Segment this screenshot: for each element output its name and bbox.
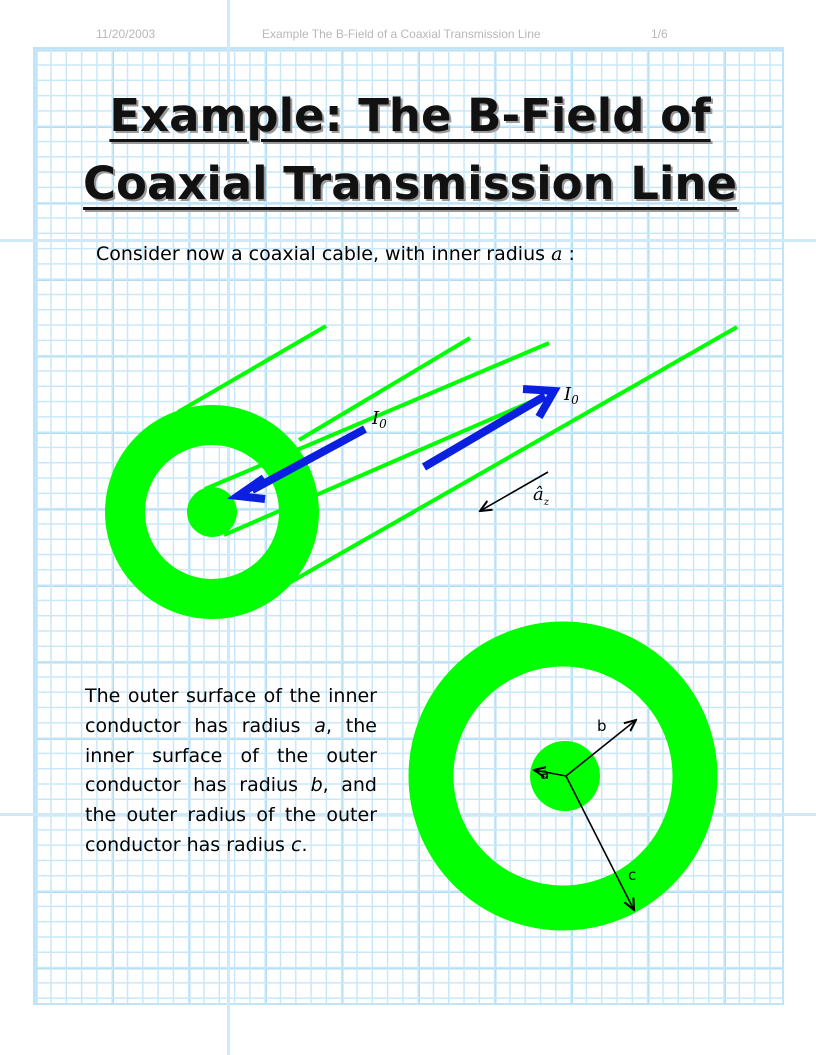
coax-cross-section: a b c bbox=[408, 621, 718, 931]
inner-current-arrowhead bbox=[226, 474, 267, 503]
paragraph-var-b: b bbox=[310, 774, 323, 797]
radius-a-arrow bbox=[534, 770, 567, 776]
header-date: 11/20/2003 bbox=[96, 27, 156, 41]
outer-bottom-edge-line bbox=[267, 325, 738, 597]
outer-upper-line bbox=[297, 336, 472, 442]
intro-variable-a: a bbox=[551, 243, 563, 265]
intro-suffix: : bbox=[562, 243, 575, 265]
header-page-number: 1/6 bbox=[651, 27, 668, 41]
current-label-left: I0 bbox=[371, 408, 387, 431]
outer-top-edge-line bbox=[176, 324, 328, 414]
current-label-right: I0 bbox=[563, 384, 579, 407]
paragraph-var-a: a bbox=[314, 714, 326, 737]
intro-text: Consider now a coaxial cable, with inner… bbox=[96, 243, 552, 265]
unit-vector-label: âz bbox=[533, 484, 550, 508]
description-paragraph: The outer surface of the inner conductor… bbox=[85, 682, 377, 861]
inner-conductor-end bbox=[187, 487, 237, 537]
paragraph-text-2: , the inner surface of the outer conduct… bbox=[85, 714, 377, 797]
label-c: c bbox=[628, 866, 636, 884]
label-a: a bbox=[540, 765, 549, 783]
inner-bottom-line bbox=[223, 398, 536, 537]
radius-c-arrow bbox=[565, 775, 634, 910]
grid-crossline-horizontal bbox=[0, 813, 816, 816]
paragraph-var-c: c bbox=[291, 833, 302, 856]
intro-sentence: Consider now a coaxial cable, with inner… bbox=[96, 243, 575, 265]
header-title: Example The B-Field of a Coaxial Transmi… bbox=[262, 27, 541, 41]
outer-current-arrow bbox=[421, 392, 548, 471]
grid-crossline-horizontal bbox=[0, 239, 816, 242]
page-title: Example: The B-Field of Coaxial Transmis… bbox=[60, 82, 760, 218]
radius-b-arrow bbox=[565, 720, 636, 777]
title-line-2: Coaxial Transmission Line bbox=[83, 157, 737, 210]
coax-cable-perspective: I0 I0 âz bbox=[105, 324, 738, 619]
label-b: b bbox=[597, 717, 607, 735]
outer-conductor-section bbox=[408, 621, 718, 931]
outer-conductor-end bbox=[105, 405, 319, 619]
paragraph-text-4: . bbox=[301, 833, 308, 856]
inner-current-arrow bbox=[250, 425, 367, 494]
paragraph-text-1: The outer surface of the inner conductor… bbox=[85, 685, 377, 737]
outer-current-arrowhead bbox=[522, 385, 561, 419]
unit-vector-z-arrow bbox=[480, 471, 549, 511]
page-header: 11/20/2003 Example The B-Field of a Coax… bbox=[0, 27, 816, 43]
inner-top-line bbox=[204, 341, 550, 491]
title-line-1: Example: The B-Field of bbox=[109, 89, 711, 142]
paragraph-text-3: , and the outer radius of the outer cond… bbox=[85, 774, 377, 856]
